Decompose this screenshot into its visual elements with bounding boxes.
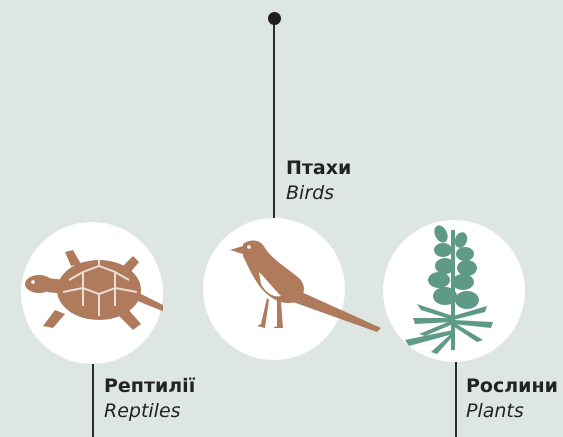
turtle-icon [21, 222, 163, 364]
birds-circle [203, 218, 345, 360]
plants-circle [383, 220, 525, 362]
reptiles-circle [21, 222, 163, 364]
plants-name-uk: Рослини [466, 374, 558, 398]
plants-name-en: Plants [466, 398, 558, 424]
magpie-icon [203, 218, 383, 360]
plants-label: Рослини Plants [466, 374, 558, 424]
lupine-icon [383, 220, 525, 362]
reptiles-name-en: Reptiles [104, 398, 195, 424]
reptiles-label: Рептилії Reptiles [104, 374, 195, 424]
reptiles-name-uk: Рептилії [104, 374, 195, 398]
reptiles-connector-line [92, 362, 94, 437]
birds-label: Птахи Birds [286, 156, 351, 206]
birds-connector-line [273, 18, 275, 218]
plants-connector-line [455, 362, 457, 437]
birds-name-en: Birds [286, 180, 351, 206]
connector-endpoint-dot [268, 12, 281, 25]
birds-name-uk: Птахи [286, 156, 351, 180]
